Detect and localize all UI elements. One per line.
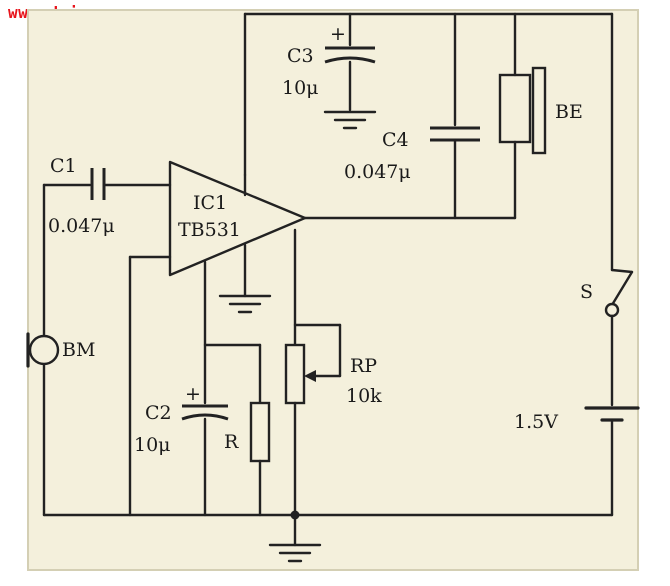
top-supply-rail bbox=[243, 12, 614, 272]
c3-ref-label: C3 bbox=[287, 45, 314, 67]
ground-symbol-ic bbox=[218, 243, 272, 314]
be-ref-label: BE bbox=[555, 101, 583, 123]
c2-value-label: 10μ bbox=[134, 434, 171, 456]
switch-s: S bbox=[580, 268, 634, 407]
ic1-ref-label: IC1 bbox=[193, 192, 227, 214]
c3-value-label: 10μ bbox=[282, 77, 319, 99]
bottom-ground-rail bbox=[42, 510, 614, 563]
battery-value-label: 1.5V bbox=[514, 411, 558, 433]
ic1-part-label: TB531 bbox=[178, 219, 241, 241]
rp-ref-label: RP bbox=[350, 355, 377, 377]
bm-ref-label: BM bbox=[62, 339, 95, 361]
capacitor-c3: + C3 10μ bbox=[282, 23, 376, 112]
c4-ref-label: C4 bbox=[382, 129, 409, 151]
battery-cell: 1.5V bbox=[514, 406, 640, 517]
s-ref-label: S bbox=[580, 281, 593, 303]
c3-polarity: + bbox=[330, 23, 346, 45]
c1-ref-label: C1 bbox=[50, 155, 77, 177]
c2-polarity: + bbox=[185, 383, 201, 405]
potentiometer-rp: RP 10k bbox=[284, 228, 382, 517]
c4-value-label: 0.047μ bbox=[344, 161, 411, 183]
resistor-r: R bbox=[224, 401, 271, 517]
ic1-amplifier: IC1 TB531 bbox=[168, 160, 307, 277]
feedback-input-net bbox=[128, 255, 172, 517]
earphone-be: BE bbox=[498, 66, 583, 220]
r-ref-label: R bbox=[224, 431, 239, 453]
capacitor-c2: + C2 10μ bbox=[134, 383, 229, 517]
c2-ref-label: C2 bbox=[145, 402, 172, 424]
diagram-background bbox=[27, 9, 639, 571]
ground-symbol-c3 bbox=[323, 110, 377, 130]
microphone-bm: BM bbox=[26, 183, 95, 517]
rp-value-label: 10k bbox=[346, 385, 382, 407]
c1-value-label: 0.047μ bbox=[48, 215, 115, 237]
capacitor-c4: C4 0.047μ bbox=[344, 126, 480, 220]
c2-r-network bbox=[203, 260, 262, 405]
capacitor-c1: C1 0.047μ bbox=[42, 155, 172, 237]
